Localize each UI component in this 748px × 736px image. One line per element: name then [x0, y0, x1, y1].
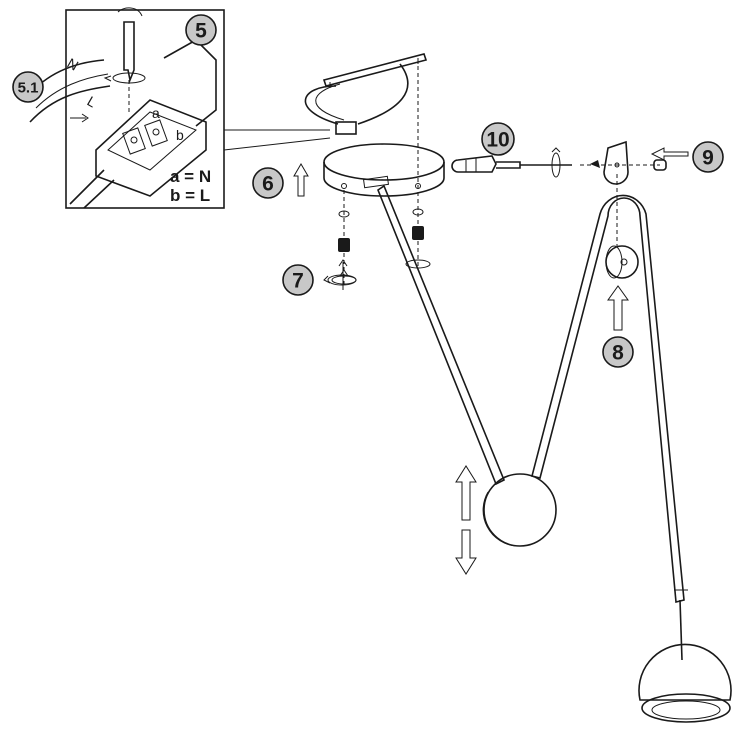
terminal-label-b: b — [176, 127, 184, 143]
svg-text:10: 10 — [486, 129, 509, 152]
hook-clip — [580, 140, 689, 246]
terminal-inset: N L a b a = N b = L — [27, 7, 331, 209]
step-badge-10: 10 — [481, 122, 515, 156]
svg-text:5: 5 — [195, 20, 207, 43]
terminal-label-a: a — [152, 105, 160, 121]
mounting-bracket — [304, 53, 428, 135]
step-badge-8: 8 — [602, 336, 634, 368]
svg-text:6: 6 — [262, 173, 274, 196]
up-arrow-8 — [607, 285, 629, 331]
step-badge-5-1: 5.1 — [12, 71, 44, 103]
rotate-icon-7 — [323, 259, 357, 290]
up-arrow-6 — [293, 163, 309, 197]
screwdriver-icon — [451, 155, 572, 173]
svg-text:7: 7 — [292, 270, 304, 293]
wire-label-l: L — [85, 93, 100, 111]
pivot-cap — [605, 245, 639, 279]
step-badge-7: 7 — [282, 264, 314, 296]
svg-text:9: 9 — [702, 147, 714, 170]
ceiling-canopy — [323, 143, 445, 197]
adjust-arrows — [455, 465, 477, 575]
svg-text:8: 8 — [612, 342, 624, 365]
step-badge-9: 9 — [692, 141, 724, 173]
step-badge-6: 6 — [252, 167, 284, 199]
counterweight-sphere — [482, 473, 557, 547]
canopy-screws — [331, 66, 431, 286]
step-badge-5: 5 — [185, 14, 217, 46]
svg-text:5.1: 5.1 — [18, 80, 39, 97]
rotate-icon-10 — [551, 147, 561, 178]
legend-a-equals-n: a = N — [170, 167, 211, 186]
legend-b-equals-l: b = L — [170, 186, 210, 205]
lamp-shade-sphere — [638, 643, 732, 723]
pendant-arm — [377, 184, 688, 661]
